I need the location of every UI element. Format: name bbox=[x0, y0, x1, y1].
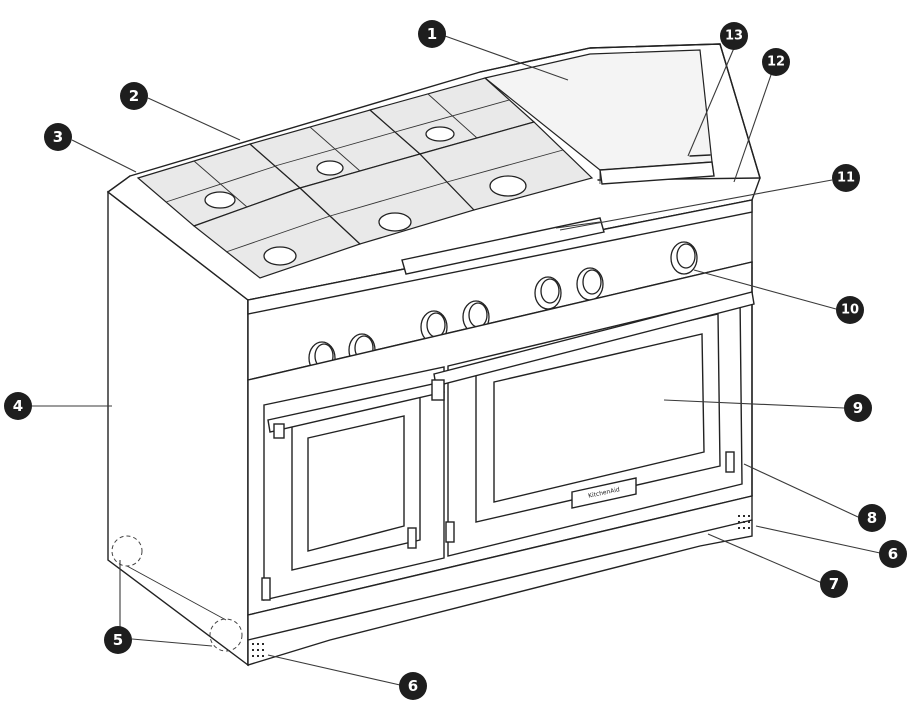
callout-5: 5 bbox=[104, 626, 132, 654]
svg-text:3: 3 bbox=[53, 128, 63, 146]
knob-5 bbox=[534, 276, 562, 310]
toe-kick bbox=[247, 495, 753, 666]
svg-text:6: 6 bbox=[408, 677, 418, 695]
knob-6 bbox=[576, 267, 604, 301]
svg-text:5: 5 bbox=[113, 631, 123, 649]
svg-text:1: 1 bbox=[427, 25, 437, 43]
control-panel bbox=[247, 199, 753, 381]
svg-text:6: 6 bbox=[888, 545, 898, 563]
leveling-leg-markers bbox=[111, 535, 243, 652]
callout-12: 12 bbox=[762, 48, 790, 76]
svg-text:9: 9 bbox=[853, 399, 863, 417]
burners bbox=[204, 126, 527, 266]
svg-text:12: 12 bbox=[767, 55, 785, 70]
grate-bars bbox=[165, 93, 564, 253]
callout-9: 9 bbox=[844, 394, 872, 422]
svg-text:13: 13 bbox=[725, 29, 743, 44]
callout-13: 13 bbox=[720, 22, 748, 50]
callout-1: 1 bbox=[418, 20, 446, 48]
callout-4: 4 bbox=[4, 392, 32, 420]
callout-11: 11 bbox=[832, 164, 860, 192]
knob-7 bbox=[670, 241, 698, 275]
svg-text:8: 8 bbox=[867, 509, 877, 527]
svg-text:11: 11 bbox=[837, 171, 855, 186]
control-knobs bbox=[308, 241, 698, 375]
small-oven-door bbox=[261, 366, 445, 601]
svg-text:4: 4 bbox=[13, 397, 23, 415]
svg-text:2: 2 bbox=[129, 87, 139, 105]
svg-text:7: 7 bbox=[829, 575, 839, 593]
handle-posts bbox=[273, 379, 445, 439]
callout-10: 10 bbox=[836, 296, 864, 324]
griddle bbox=[483, 49, 715, 185]
callout-8: 8 bbox=[858, 504, 886, 532]
callout-3: 3 bbox=[44, 123, 72, 151]
callout-6-bottom: 6 bbox=[399, 672, 427, 700]
svg-text:10: 10 bbox=[841, 303, 859, 318]
callout-7: 7 bbox=[820, 570, 848, 598]
large-oven-door: KitchenAid bbox=[433, 291, 755, 557]
callout-2: 2 bbox=[120, 82, 148, 110]
leader-lines bbox=[32, 35, 881, 686]
callout-6-right: 6 bbox=[879, 540, 907, 568]
